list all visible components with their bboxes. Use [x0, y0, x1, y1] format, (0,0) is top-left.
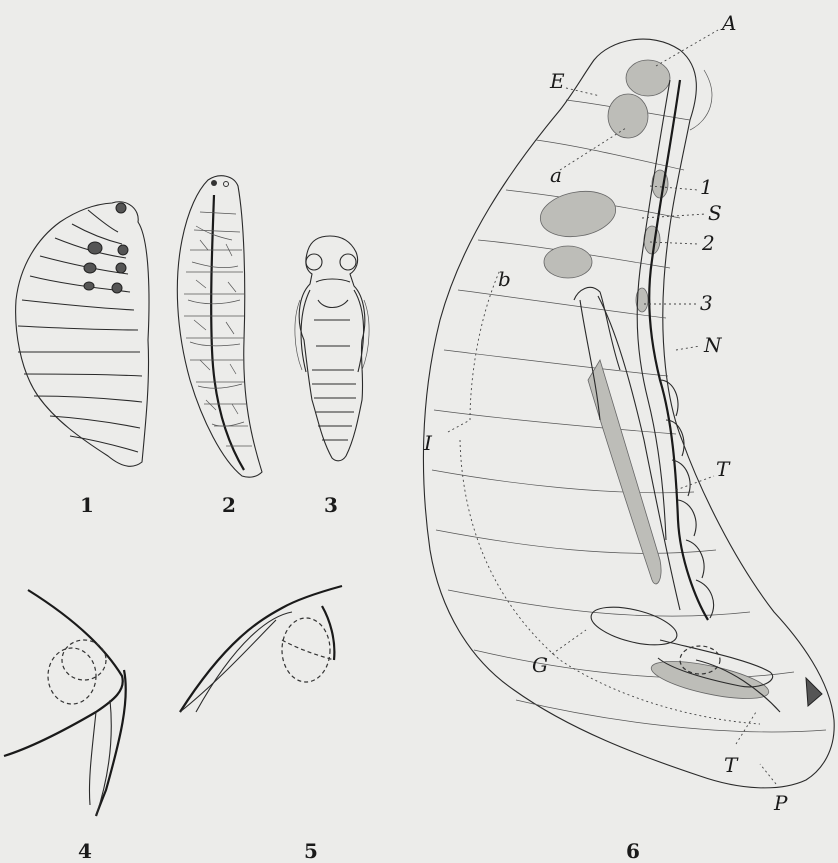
- label-P: P: [773, 791, 788, 815]
- figure-number-2: 2: [222, 493, 236, 517]
- label-T-upper: T: [716, 457, 731, 481]
- figure-1-larva: [16, 202, 149, 466]
- label-3: 3: [700, 291, 713, 315]
- figure-2-larva-tracheae: [177, 176, 262, 477]
- label-S: S: [708, 201, 722, 225]
- label-N: N: [703, 333, 723, 357]
- figure-number-4: 4: [78, 839, 92, 863]
- label-T-lower: T: [724, 753, 739, 777]
- label-A: A: [720, 11, 736, 35]
- figure-number-6: 6: [626, 839, 640, 863]
- label-1: 1: [700, 175, 713, 199]
- figure-number-3: 3: [324, 493, 338, 517]
- figure-6-larva-anatomy: [423, 39, 834, 788]
- label-2: 2: [701, 231, 715, 255]
- figure-5-mouth-hook: [180, 586, 342, 712]
- label-I: I: [423, 431, 433, 455]
- label-G: G: [532, 653, 548, 677]
- figure-3-pupa: [295, 236, 369, 461]
- figure-number-1: 1: [80, 493, 94, 517]
- label-E: E: [549, 69, 565, 93]
- label-a: a: [550, 163, 562, 187]
- figure-number-5: 5: [304, 839, 318, 863]
- label-b: b: [498, 267, 511, 291]
- figure-4-mouth-hook: [4, 590, 126, 816]
